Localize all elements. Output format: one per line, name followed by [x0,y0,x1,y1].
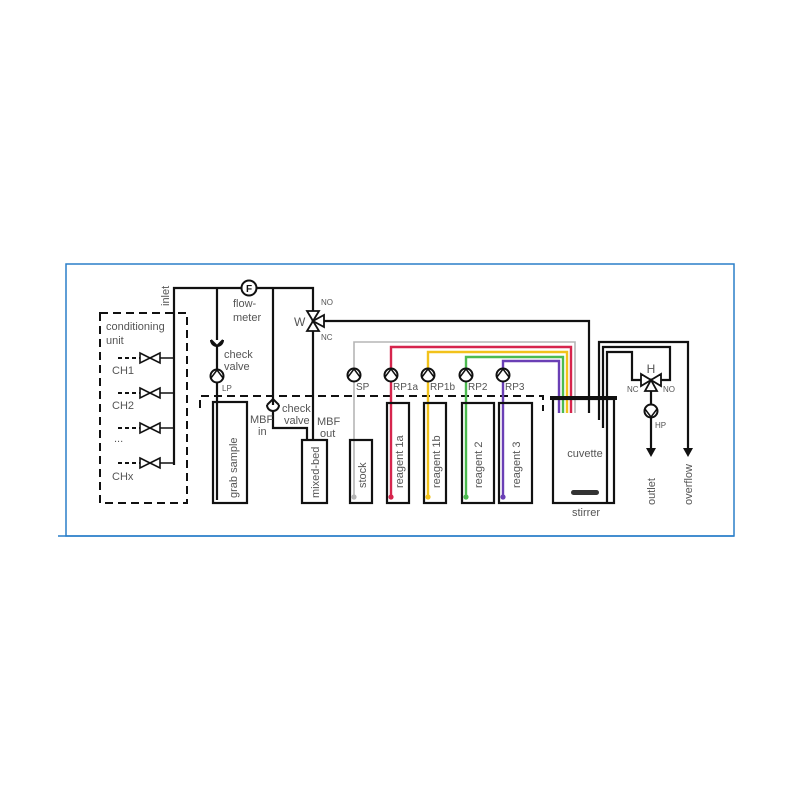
svg-text:F: F [246,284,252,295]
inlet-label: inlet [160,286,172,306]
reagent-1a-label: reagent 1a [394,435,406,488]
conditioning-unit-box [99,312,188,504]
reagent-1a-line [389,345,573,498]
h-no-label: NO [663,385,675,394]
reagent-1a-vessel [385,401,411,505]
no-label: NO [321,298,333,307]
reagent-3-label: reagent 3 [511,442,523,488]
reagent-2-label: reagent 2 [473,442,485,488]
pump-rp3-icon[interactable] [495,367,511,383]
reagent-dot-icon [500,494,506,500]
outlet-label: outlet [646,478,658,505]
pump-label: RP2 [468,382,488,393]
channel-label: ... [114,433,123,445]
pump-label: SP [356,382,370,393]
pump-label: RP3 [505,382,525,393]
grab-sample-vessel [211,400,249,505]
valve-icon[interactable] [139,421,161,435]
reagent-2-line [464,355,565,498]
reagent-1b-label: reagent 1b [431,435,443,488]
conditioning-label: conditioning [106,321,165,333]
channel-valves [118,351,174,470]
mbf-out-label: MBF [317,416,341,428]
pump-rp1b-icon[interactable] [420,367,436,383]
overflow-line [597,340,690,452]
w-valve-return-line [321,319,591,413]
grab-sample-label: grab sample [228,437,240,498]
pump-rp1a-icon[interactable] [383,367,399,383]
nc-label: NC [321,333,333,342]
h-valve-no-line [601,345,672,428]
h-valve-nc-line [605,350,642,502]
check-valve-label: valve [224,361,250,373]
cuvette-rim [550,396,617,400]
channel-label: CHx [112,471,134,483]
mbf-in-line [271,288,309,440]
reagent-dot-icon [351,494,357,500]
cuvette-label: cuvette [567,448,602,460]
outlet-arrow-icon [646,448,656,457]
mbf-out-label: out [320,428,335,440]
reagent-dot-icon [425,494,431,500]
reagent-pumps: SP RP1a RP1b RP2 RP3 [346,367,525,393]
reagent-dot-icon [388,494,394,500]
pump-sp-icon[interactable] [346,367,362,383]
stirrer-bar-icon [571,490,599,495]
check-valve-label: check [224,349,253,361]
reagent-3-line [501,359,561,498]
reagent-dot-icon [463,494,469,500]
flowmeter-label: meter [233,312,261,324]
valve-icon[interactable] [139,351,161,365]
valve-icon[interactable] [139,386,161,400]
check-valve-icon [210,339,224,348]
reagent-1b-line [426,350,569,498]
stock-line [353,341,576,498]
pump-lp-icon[interactable] [209,368,225,384]
enclosure-dashed-line [199,395,544,411]
hp-label: HP [655,421,666,430]
stock-label: stock [357,462,369,488]
mbf-in-label: in [258,426,267,438]
reagent-lines [351,341,576,500]
stock-vessel [348,438,374,505]
pump-rp2-icon[interactable] [458,367,474,383]
check-valve-icon [266,397,280,412]
pump-label: RP1a [393,382,418,393]
three-way-valve-h-icon[interactable] [640,372,662,392]
mixed-bed-vessel [300,438,329,505]
three-way-valve-w-icon[interactable] [305,310,325,332]
reagent-2-vessel [460,401,496,505]
reagent-3-vessel [497,401,534,505]
check-valve-label: valve [284,415,310,427]
unit-label: unit [106,335,124,347]
channel-label: CH2 [112,400,134,412]
channel-label: CH1 [112,365,134,377]
h-valve-label: H [647,362,656,376]
overflow-arrow-icon [683,448,693,457]
valve-icon[interactable] [139,456,161,470]
lp-label: LP [222,384,232,393]
check-valve-label: check [282,403,311,415]
pump-label: RP1b [430,382,455,393]
pump-hp-icon[interactable] [643,403,659,419]
stirrer-label: stirrer [572,507,600,519]
w-valve-label: W [294,315,306,329]
flowmeter-icon: F [240,279,258,297]
h-nc-label: NC [627,385,639,394]
mixed-bed-label: mixed-bed [310,447,322,498]
flowmeter-label: flow- [233,298,257,310]
mbf-in-label: MBF [250,414,274,426]
overflow-label: overflow [683,464,695,505]
reagent-1b-vessel [422,401,448,505]
